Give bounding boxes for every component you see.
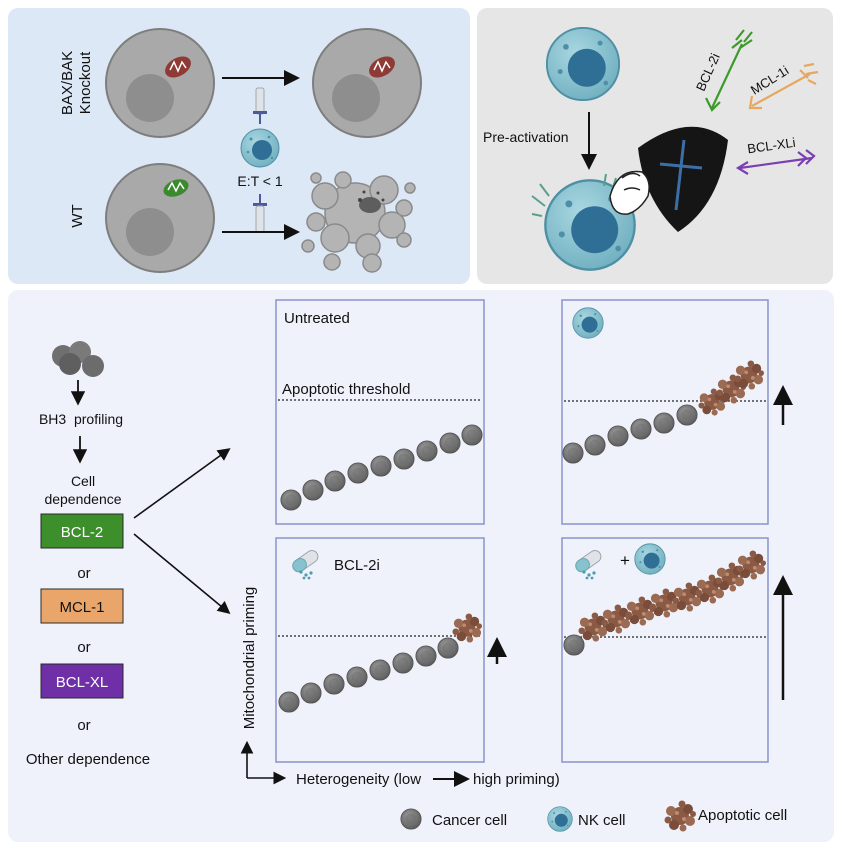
arm-icon — [609, 170, 650, 215]
untreated-label: Untreated — [284, 310, 350, 327]
knockout-label-line2: Knockout — [77, 51, 94, 114]
wt-cell — [105, 163, 215, 273]
or-label-2: or — [77, 639, 90, 656]
nk-cell-center — [240, 128, 280, 168]
bclxl-box — [40, 663, 124, 699]
cancer-cell — [324, 470, 346, 492]
other-dependence-label: Other dependence — [26, 751, 150, 768]
or-label-1: or — [77, 565, 90, 582]
cancer-cell — [630, 418, 652, 440]
cancer-cell — [416, 440, 438, 462]
nk-cell-combo — [634, 543, 666, 575]
syringe-top — [253, 87, 267, 124]
cancer-cell — [370, 455, 392, 477]
arrow-branch-down — [133, 533, 231, 615]
cancer-cell — [563, 634, 585, 656]
legend-nk-label: NK cell — [578, 812, 626, 829]
cancer-cell — [280, 489, 302, 511]
cell-dependence-line2: dependence — [44, 491, 121, 507]
bcl2-label: BCL-2 — [61, 524, 104, 541]
cancer-cell — [415, 645, 437, 667]
cancer-cell — [346, 666, 368, 688]
mcl1-label: MCL-1 — [59, 599, 104, 616]
cell-cluster-icon — [52, 341, 104, 377]
apoptotic-threshold-label: Apoptotic threshold — [282, 381, 410, 398]
activation-marks — [531, 173, 617, 217]
cancer-cell — [584, 434, 606, 456]
cancer-cell — [369, 659, 391, 681]
bottom-panel — [8, 290, 834, 842]
legend-cancer-label: Cancer cell — [432, 812, 507, 829]
wt-apoptotic-fragments — [358, 190, 385, 213]
cancer-cell — [347, 462, 369, 484]
cancer-cell — [607, 425, 629, 447]
cancer-cell — [302, 479, 324, 501]
cancer-cell — [461, 424, 483, 446]
knockout-cell-surviving — [312, 28, 422, 138]
bclxl-label: BCL-XL — [56, 674, 109, 691]
knockout-label-line1: BAX/BAK — [59, 51, 76, 115]
panel-bcl2i — [275, 537, 485, 763]
or-label-3: or — [77, 717, 90, 734]
cancer-cell — [300, 682, 322, 704]
cancer-cell — [676, 404, 698, 426]
cancer-cell — [653, 412, 675, 434]
cell-dependence-line1: Cell — [71, 473, 95, 489]
bh3-profiling-label: BH3 profiling — [39, 411, 123, 427]
panel-combo — [561, 537, 769, 763]
cancer-cell — [562, 442, 584, 464]
cancer-cell — [393, 448, 415, 470]
cancer-cell — [323, 673, 345, 695]
cancer-cell — [392, 652, 414, 674]
bcl2-box — [40, 513, 124, 549]
nk-cell-panel — [572, 307, 604, 339]
bclxli-label: BCL-XLi — [746, 135, 796, 157]
arrow-branch-up — [133, 448, 231, 519]
panel-untreated — [275, 299, 485, 525]
y-axis-label: Mitochondrial priming — [241, 587, 258, 730]
arrow-bclxli — [735, 149, 816, 175]
x-axis-label-suffix: high priming) — [473, 771, 560, 788]
legend-nk-icon — [547, 806, 573, 832]
plus-label: + — [620, 551, 630, 570]
legend-apoptotic-label: Apoptotic cell — [698, 807, 787, 824]
cancer-cell — [437, 637, 459, 659]
bcl2i-panel-label: BCL-2i — [334, 557, 380, 574]
x-axis-label-prefix: Heterogeneity (low — [296, 771, 421, 788]
wt-label: WT — [69, 204, 86, 227]
arrow-bcl2i — [705, 29, 753, 112]
legend-cancer-icon — [400, 808, 422, 830]
mcl1-box — [40, 588, 124, 624]
shield-icon — [638, 126, 728, 232]
pre-activation-label: Pre-activation — [483, 129, 569, 145]
arrow-mcl1i — [748, 62, 819, 110]
cancer-cell — [278, 691, 300, 713]
knockout-cell — [105, 28, 215, 138]
nk-cell-resting — [545, 26, 621, 102]
et-ratio-label: E:T < 1 — [237, 173, 282, 189]
cancer-cell — [439, 432, 461, 454]
panel-nk — [561, 299, 769, 525]
